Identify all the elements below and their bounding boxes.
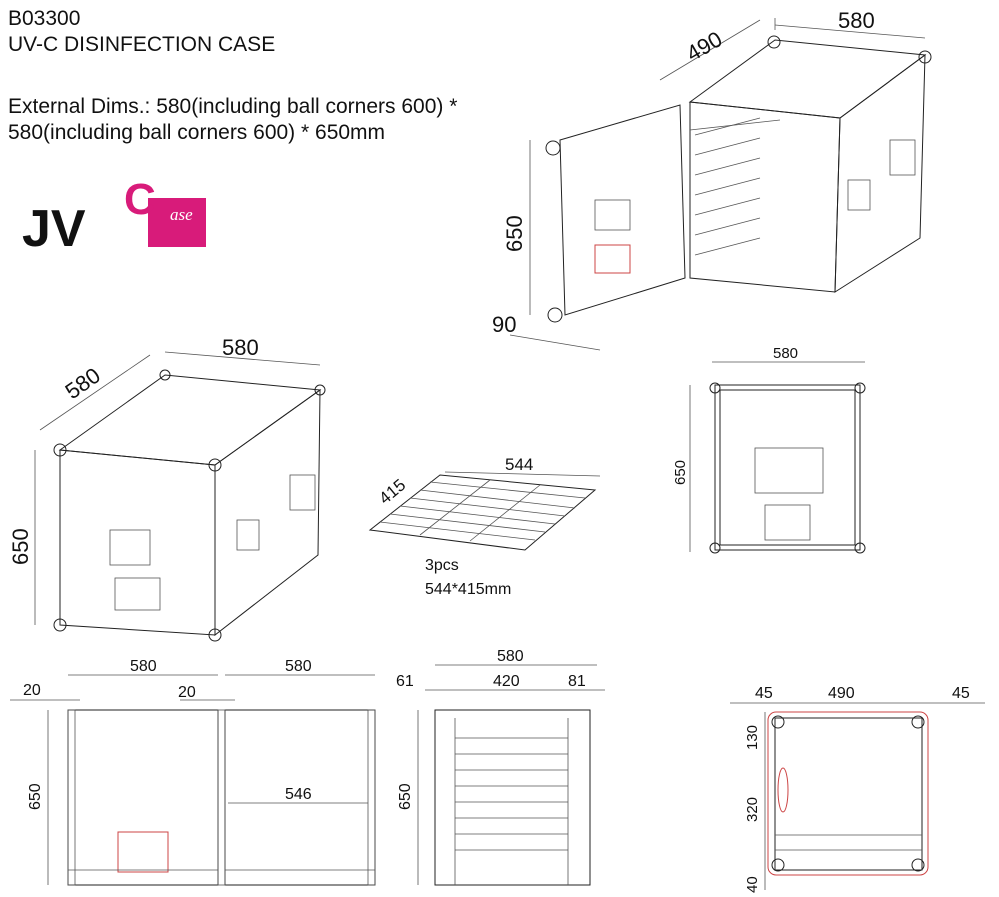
- dim-width-left: 580: [130, 658, 157, 675]
- svg-text:ase: ase: [170, 205, 193, 224]
- shelf-size: 544*415mm: [425, 581, 511, 598]
- dim-width: 580: [773, 345, 798, 362]
- dim-wall-mid: 20: [178, 684, 196, 701]
- closed-case-iso-view: 580 580 650: [8, 335, 326, 642]
- shelf-qty: 3pcs: [425, 557, 459, 574]
- dim-right: 81: [568, 673, 586, 690]
- dim-height: 650: [27, 783, 44, 810]
- jv-case-logo: JV C ase: [22, 175, 206, 258]
- dim-inner: 490: [828, 685, 855, 702]
- dim-d1: 130: [744, 725, 761, 750]
- dim-depth: 580: [61, 363, 105, 405]
- dim-height: 650: [672, 460, 689, 485]
- dim-right: 45: [952, 685, 970, 702]
- dim-height: 650: [397, 783, 414, 810]
- dim-d2: 320: [744, 797, 761, 822]
- dim-wall-left: 20: [23, 682, 41, 699]
- svg-text:C: C: [124, 175, 156, 224]
- dim-width: 544: [505, 455, 533, 474]
- dim-depth: 490: [682, 26, 726, 66]
- open-case-iso-view: 580 490 650 90: [492, 8, 932, 351]
- dim-height: 650: [8, 528, 33, 565]
- back-view: 580 650: [672, 345, 866, 554]
- dim-inner: 546: [285, 786, 312, 803]
- dim-d3: 40: [744, 876, 761, 893]
- dim-width: 580: [838, 8, 875, 33]
- top-view: 45 490 45 130 320 40: [730, 685, 985, 893]
- product-title: UV-C DISINFECTION CASE: [8, 33, 276, 56]
- dim-inner: 420: [493, 673, 520, 690]
- svg-text:JV: JV: [22, 200, 86, 258]
- dim-width: 580: [222, 335, 259, 360]
- dim-left: 61: [396, 673, 414, 690]
- external-dims-line1: External Dims.: 580(including ball corne…: [8, 95, 458, 118]
- grid-shelf: 544 415 3pcs 544*415mm: [368, 455, 601, 598]
- dim-width: 580: [497, 648, 524, 665]
- dim-width-right: 580: [285, 658, 312, 675]
- dim-door: 90: [492, 312, 516, 337]
- external-dims-line2: 580(including ball corners 600) * 650mm: [8, 121, 386, 144]
- model-number: B03300: [8, 7, 81, 30]
- dim-left: 45: [755, 685, 773, 702]
- side-view: 580 61 420 81 650: [396, 648, 605, 886]
- dim-height: 650: [502, 215, 527, 252]
- section-view: 580 580 20 20 546 650: [10, 658, 376, 886]
